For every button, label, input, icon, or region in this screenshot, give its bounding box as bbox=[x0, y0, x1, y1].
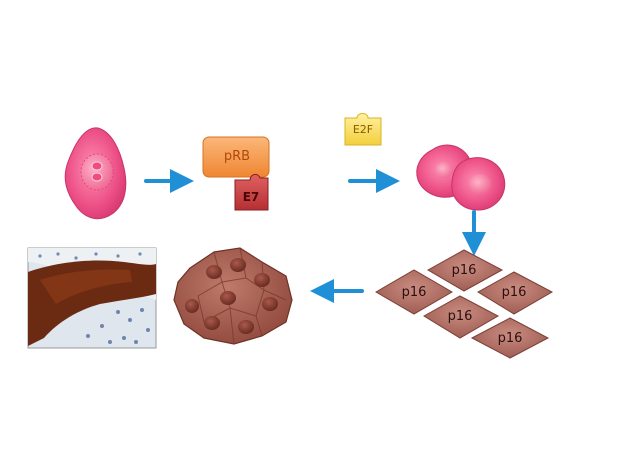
p16-label: p16 bbox=[401, 285, 427, 300]
e7-label: E7 bbox=[242, 190, 260, 204]
p16-label: p16 bbox=[501, 285, 527, 300]
prb-label: pRB bbox=[223, 149, 251, 164]
p16-label: p16 bbox=[451, 263, 477, 278]
e2f-factor-icon bbox=[344, 113, 382, 146]
p16-label: p16 bbox=[447, 309, 473, 324]
p16-cell-icon bbox=[477, 271, 554, 315]
p16-cell-icon bbox=[426, 249, 504, 292]
e2f-label: E2F bbox=[352, 123, 374, 136]
prb-e7-complex-icon bbox=[202, 136, 270, 211]
tumor-cell-cluster-icon bbox=[173, 247, 293, 345]
normal-cell-icon bbox=[64, 127, 127, 220]
proliferating-cells-icon bbox=[416, 144, 506, 211]
p16-cell-icon bbox=[375, 269, 453, 315]
ihc-micrograph-image bbox=[27, 247, 157, 349]
p16-cells-group bbox=[375, 249, 554, 359]
p16-cell-icon bbox=[470, 317, 550, 359]
p16-cell-icon bbox=[423, 295, 500, 339]
p16-label: p16 bbox=[497, 331, 523, 346]
